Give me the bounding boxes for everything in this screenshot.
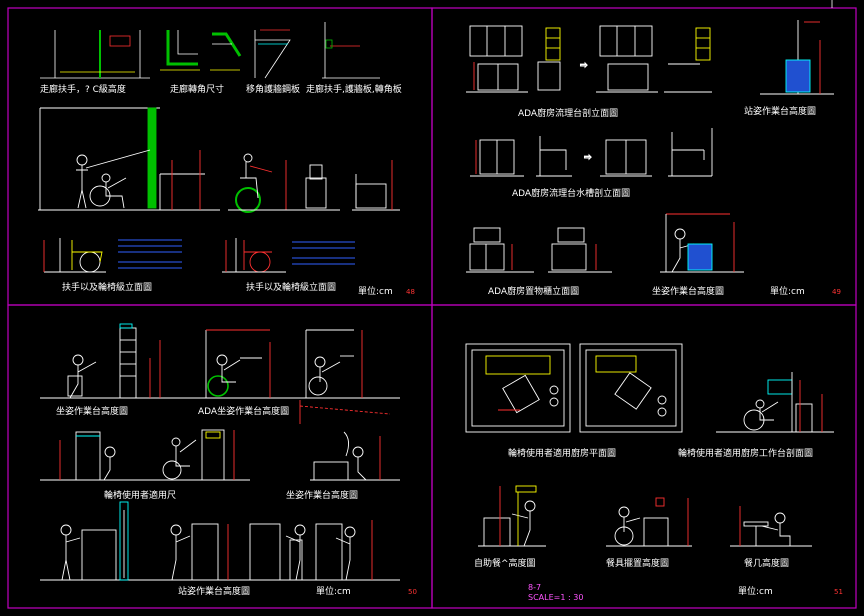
caption-br-5: 餐几高度圖 — [744, 557, 789, 569]
wheelchair-reach-elevation — [38, 107, 220, 211]
handrail-wheelchair-elevation-1 — [43, 238, 182, 273]
handrail-wheelchair-elevation-2 — [222, 238, 355, 273]
ada-kitchen-counter-elevation: ⇨ — [466, 25, 712, 93]
panel-top-left: 走廊扶手，? C級高度 走廊轉角尺寸 移角護牆鋼板 走廊扶手,護牆板,轉角板 — [38, 22, 415, 297]
caption-bl-1: 坐姿作業台高度圖 — [56, 405, 128, 417]
caption-tl-1: 走廊扶手，? C級高度 — [40, 83, 126, 95]
unit-label-br: 單位:cm — [738, 585, 773, 597]
panel-top-right: ⇨ ADA廚房流理台剖立面圖 站姿作業台高度圖 — [466, 20, 841, 297]
seated-worktop-2 — [299, 329, 391, 424]
caption-br-1: 輪椅使用者適用廚房平面圖 — [508, 447, 616, 459]
caption-tl-3: 移角護牆鋼板 — [246, 83, 300, 95]
ada-seated-worktop — [205, 329, 271, 398]
caption-br-4: 餐具擺置高度圖 — [606, 557, 669, 569]
caption-tl-2: 走廊轉角尺寸 — [170, 83, 224, 95]
arrow-icon-2: ⇨ — [584, 153, 592, 163]
tableware-height — [606, 497, 692, 547]
caption-tl-6: 扶手以及輪椅級立面圖 — [246, 281, 336, 293]
caption-br-3: 自助餐^高度圖 — [474, 557, 536, 569]
seated-worktop-3 — [310, 431, 400, 481]
unit-label-tl: 單位:cm — [358, 285, 393, 297]
wheelchair-side-elevation — [228, 153, 340, 213]
unit-label-tr: 單位:cm — [770, 285, 805, 297]
seated-worktop-1 — [40, 323, 400, 399]
unit-label-bl: 單位:cm — [316, 585, 351, 597]
caption-tr-5: 坐姿作業台高度圖 — [652, 285, 724, 297]
handrail-bumper-detail — [322, 22, 380, 79]
corner-guard-detail — [210, 32, 242, 71]
page-number-br: 51 — [834, 588, 843, 596]
scale-label: SCALE=1 : 30 — [528, 593, 583, 602]
panel-bottom-right: 輪椅使用者適用廚房平面圖 輪椅使用者適用廚房工作台剖面圖 自助餐^高度圖 — [465, 343, 843, 602]
page-number-tl: 48 — [406, 288, 415, 296]
handrail-detail-1 — [40, 30, 150, 79]
wall-plate-detail — [254, 29, 291, 79]
caption-tr-2: 站姿作業台高度圖 — [744, 105, 816, 117]
seated-counter-height-tr — [660, 213, 744, 273]
arrow-icon: ⇨ — [580, 61, 588, 71]
buffet-height — [478, 485, 546, 547]
caption-tl-4: 走廊扶手,護牆板,轉角板 — [306, 83, 402, 95]
standing-worktop-row — [40, 501, 400, 581]
captions-tl-row1: 走廊扶手，? C級高度 走廊轉角尺寸 移角護牆鋼板 走廊扶手,護牆板,轉角板 — [40, 83, 402, 95]
page-number-tr: 49 — [832, 288, 841, 296]
wheelchair-user-reach — [40, 429, 250, 481]
ada-sink-elevation: ⇨ — [470, 128, 713, 177]
caption-bl-5: 站姿作業台高度圖 — [178, 585, 250, 597]
sheet-number: 8-7 — [528, 583, 541, 592]
caption-bl-2: ADA坐姿作業台高度圖 — [198, 405, 289, 417]
ada-cabinet-elevation — [466, 227, 612, 273]
kitchen-plan-2 — [579, 343, 683, 433]
kitchen-plan-1 — [465, 343, 571, 433]
caption-tr-4: ADA廚房置物櫃立面圖 — [488, 285, 579, 297]
caption-br-2: 輪椅使用者適用廚房工作台剖面圖 — [678, 447, 813, 459]
side-chair-elevation — [352, 160, 400, 211]
frame-lines — [7, 0, 857, 609]
caption-tr-1: ADA廚房流理台剖立面圖 — [518, 107, 618, 119]
page-number-bl: 50 — [408, 588, 417, 596]
panel-bottom-left: 坐姿作業台高度圖 ADA坐姿作業台高度圖 輪椅使用者適用尺 坐姿作業台高度圖 — [40, 323, 417, 597]
caption-tl-5: 扶手以及輪椅級立面圖 — [62, 281, 152, 293]
standing-counter-height — [760, 20, 834, 95]
wheelchair-worktop-section — [716, 372, 834, 433]
dining-table-height — [730, 506, 812, 547]
caption-bl-4: 坐姿作業台高度圖 — [286, 489, 358, 501]
corridor-corner-detail — [160, 30, 200, 71]
captions-tl-row2: 扶手以及輪椅級立面圖 扶手以及輪椅級立面圖 單位:cm 48 — [62, 281, 415, 297]
caption-bl-3: 輪椅使用者適用尺 — [104, 489, 176, 501]
caption-tr-3: ADA廚房流理台水槽剖立面圖 — [512, 187, 630, 199]
